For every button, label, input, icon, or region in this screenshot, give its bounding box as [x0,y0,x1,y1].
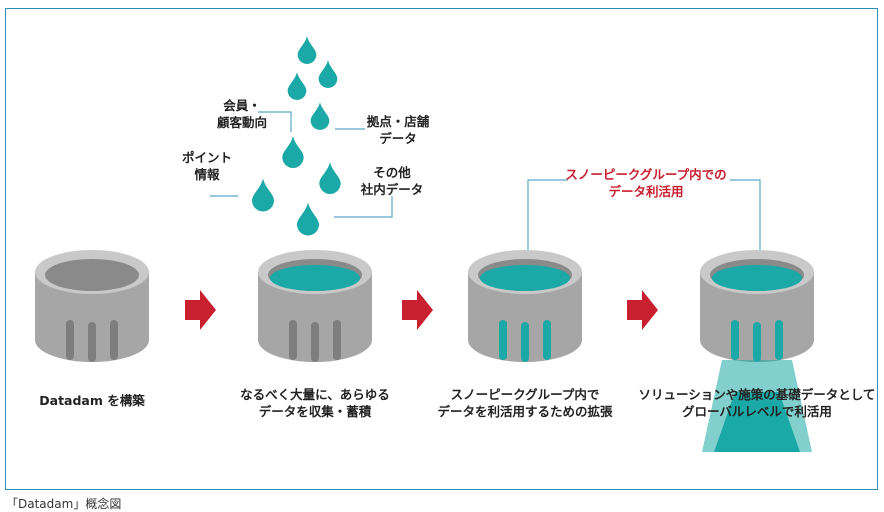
label-other-data: その他社内データ [360,165,424,197]
step-caption-global: ソリューションや施策の基礎データとしてグローバルレベルで利活用 [638,387,876,419]
group-left-connector [527,179,568,250]
outflow-stream-core [714,392,800,452]
other-connector [334,196,393,218]
drop-icon [297,202,319,236]
flow-arrows [185,290,658,330]
label-store-data: 拠点・店舗データ [366,114,430,146]
data-drops [252,36,341,236]
group-right-connector [730,179,761,250]
drop-icon [310,102,330,130]
tank-global [700,250,814,362]
label-group-use: スノーピークグループ内でのデータ利活用 [565,167,727,199]
drop-icon [319,162,341,194]
step-caption-collect: なるべく大量に、あらゆるデータを収集・蓄積 [240,387,390,419]
drop-icon [252,178,274,212]
diagram-frame [5,8,878,490]
tank-empty [35,250,149,362]
drop-icon [297,36,317,64]
arrow-right-icon [627,290,658,330]
step-caption-extend: スノーピークグループ内でデータを利活用するための拡張 [437,387,613,419]
drop-icon [282,136,304,168]
label-point-data: ポイント情報 [181,150,233,182]
drop-icon [318,60,338,88]
tank-filled [258,250,372,362]
label-member-data: 会員・顧客動向 [216,98,268,130]
member-connector [258,111,292,132]
arrow-right-icon [185,290,216,330]
connector-lines [210,111,761,250]
step-caption-build: Datadam を構築 [39,393,145,408]
drop-icon [287,72,307,100]
figure-caption: 「Datadam」概念図 [6,497,122,511]
arrow-right-icon [402,290,433,330]
tank-extended [468,250,582,362]
